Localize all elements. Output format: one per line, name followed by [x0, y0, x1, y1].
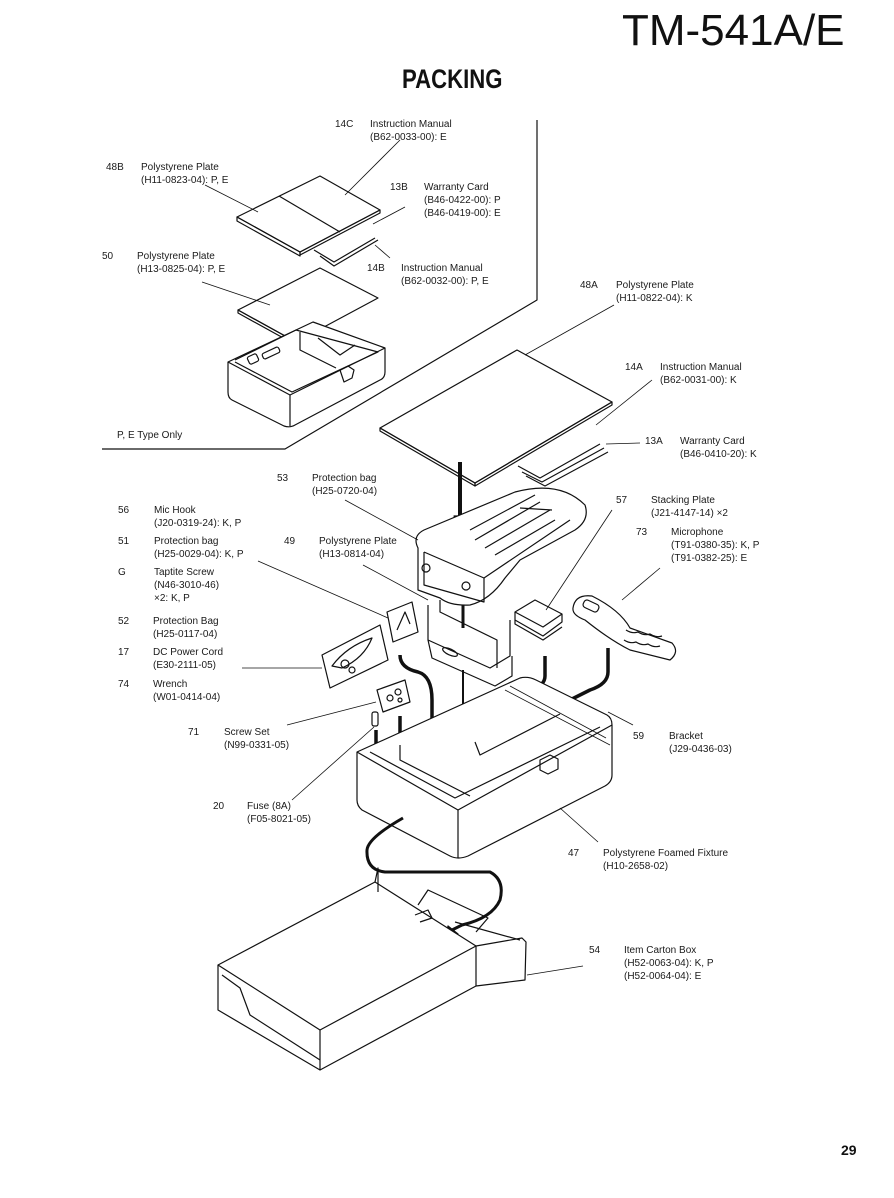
warranty-13b-manual-14b [313, 237, 379, 267]
stacking-plate [514, 599, 563, 641]
leader-lines [201, 139, 661, 976]
pe-type-only-note: P, E Type Only [117, 430, 183, 441]
mic-hook-bag [386, 601, 419, 643]
fuse [371, 711, 379, 727]
plate-48a [379, 349, 613, 487]
screw-set-bag [376, 679, 411, 713]
bracket [427, 600, 513, 687]
dc-power-cord-bag [321, 624, 389, 689]
carton-box [217, 867, 527, 1071]
carton-arrow [365, 816, 503, 932]
model-number: TM-541A/E [622, 6, 845, 55]
page-number: 29 [841, 1142, 857, 1158]
pe-boundary-line [102, 120, 538, 450]
manual-14a-warranty-13a [517, 443, 609, 487]
microphone [572, 595, 677, 661]
fixture-small [227, 321, 386, 428]
foamed-fixture [356, 676, 613, 859]
plate-48b-manual-14c [236, 175, 381, 257]
page-title: PACKING [402, 64, 503, 94]
radio-in-protection-bag [415, 487, 587, 606]
